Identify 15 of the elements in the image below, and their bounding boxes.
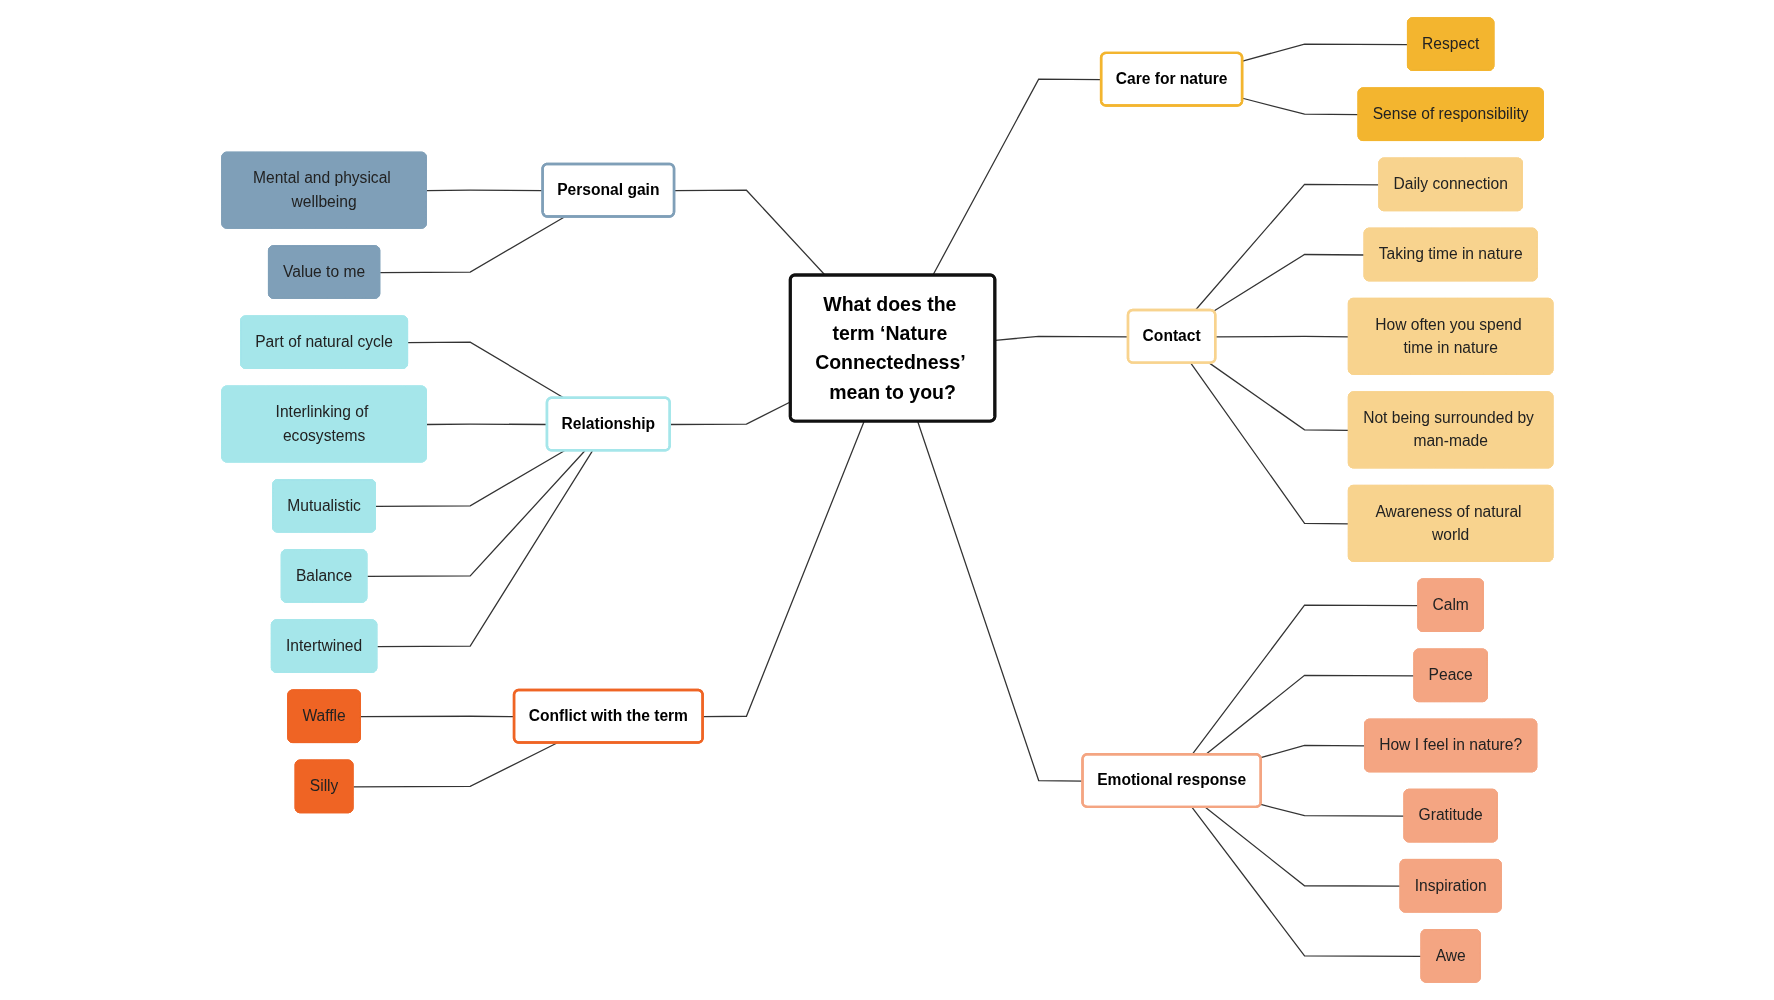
connector xyxy=(375,450,565,507)
connector xyxy=(1241,43,1409,62)
connector xyxy=(379,216,565,274)
connector xyxy=(1259,744,1366,759)
connector xyxy=(1259,803,1405,817)
connector xyxy=(366,450,586,578)
connector xyxy=(1208,362,1350,431)
connector xyxy=(1189,362,1350,525)
connector xyxy=(1241,97,1359,116)
connector xyxy=(1214,335,1350,338)
connector xyxy=(1204,806,1401,887)
connector xyxy=(376,450,593,648)
connector xyxy=(1191,806,1422,957)
connector xyxy=(1194,183,1380,312)
connector xyxy=(1212,253,1365,312)
